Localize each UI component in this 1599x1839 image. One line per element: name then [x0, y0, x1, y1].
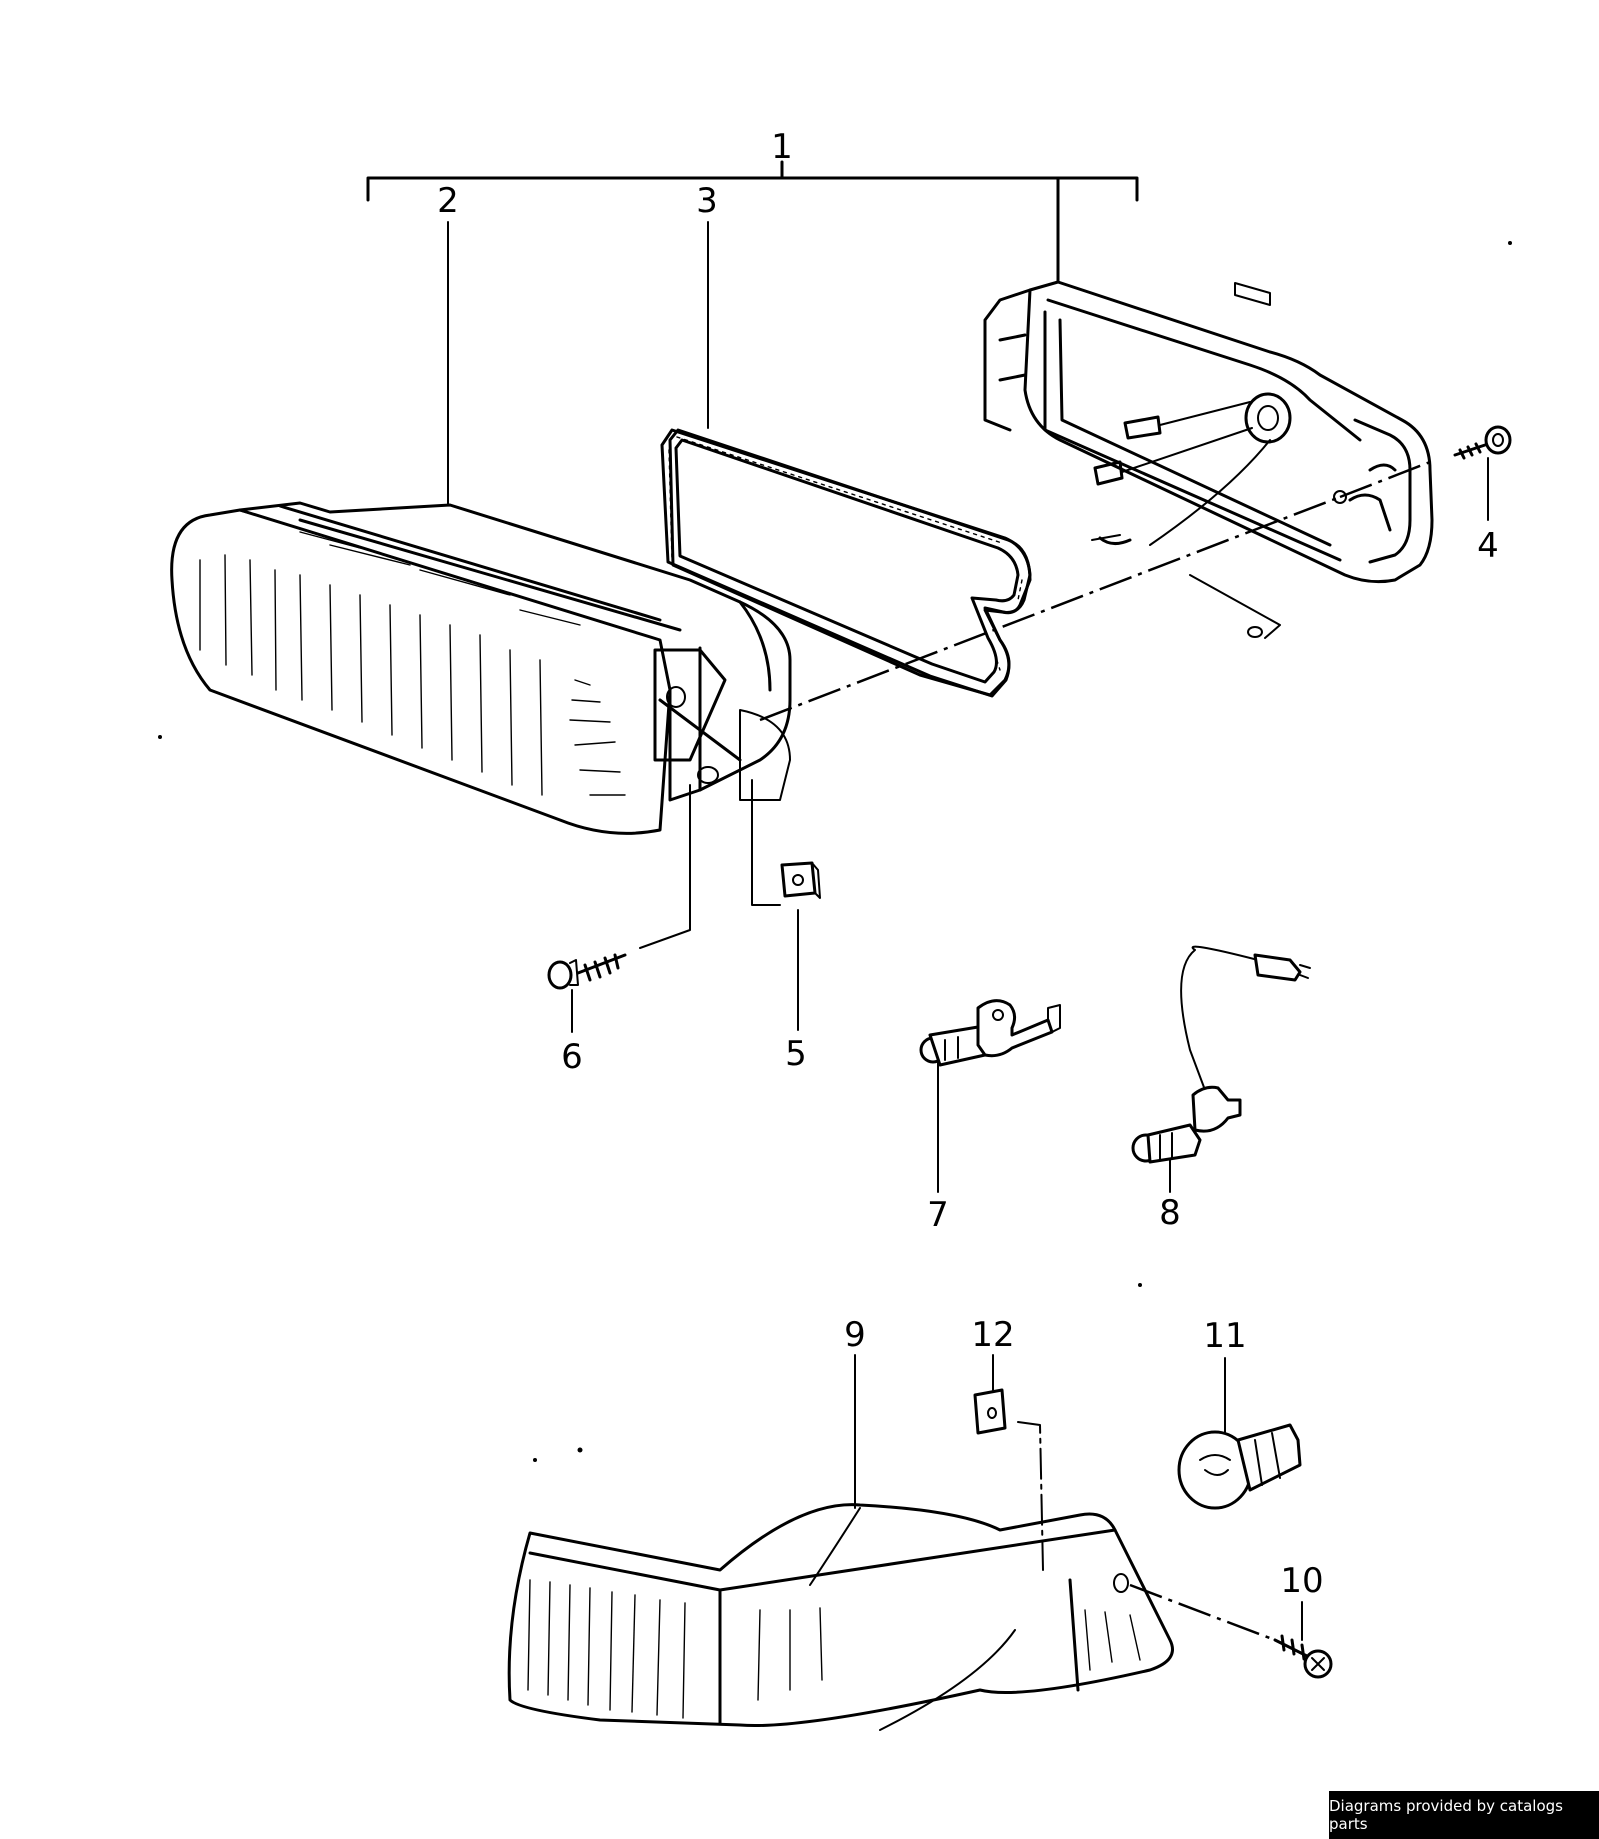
callout-2: 2 — [437, 181, 459, 221]
assembly-axis-line — [759, 495, 1341, 722]
turn-signal-bulb-part-11 — [1177, 1423, 1302, 1510]
callout-4: 4 — [1477, 526, 1499, 566]
callout-9: 9 — [844, 1315, 866, 1355]
callout-3: 3 — [696, 181, 718, 221]
leader-10-dash — [1129, 1583, 1276, 1642]
h3-bulb-part-7 — [919, 999, 1061, 1067]
callout-12: 12 — [971, 1315, 1014, 1355]
callout-11: 11 — [1203, 1316, 1246, 1356]
scan-specks — [158, 241, 1512, 1462]
screw-part-6 — [547, 953, 627, 990]
assembly-bracket — [366, 160, 1139, 284]
turn-signal-lens-part-9 — [507, 1503, 1174, 1731]
credit-banner: Diagrams provided by catalogs parts — [1329, 1791, 1599, 1839]
callout-7: 7 — [927, 1195, 949, 1235]
callout-1: 1 — [771, 127, 793, 167]
gasket-part — [660, 428, 1032, 698]
assembly-axis-line-right — [1339, 460, 1431, 499]
leader-5-offset — [751, 779, 781, 906]
callout-8: 8 — [1159, 1193, 1181, 1233]
screw-part-10 — [1273, 1634, 1333, 1679]
callout-10: 10 — [1280, 1561, 1323, 1601]
clip-nut-part-5 — [780, 861, 821, 899]
fog-light-housing-part — [170, 501, 792, 835]
callout-6: 6 — [561, 1037, 583, 1077]
h1-bulb-part-8 — [1131, 945, 1311, 1164]
leader-6-offset — [639, 784, 691, 949]
screw-part-4 — [1453, 425, 1512, 460]
clip-part-12 — [973, 1388, 1007, 1435]
callout-5: 5 — [785, 1034, 807, 1074]
callout-labels: 1 2 3 4 5 6 7 8 9 10 11 12 — [437, 127, 1499, 1601]
leader-12-dash — [1017, 1421, 1044, 1571]
reflector-housing-part — [983, 280, 1434, 639]
